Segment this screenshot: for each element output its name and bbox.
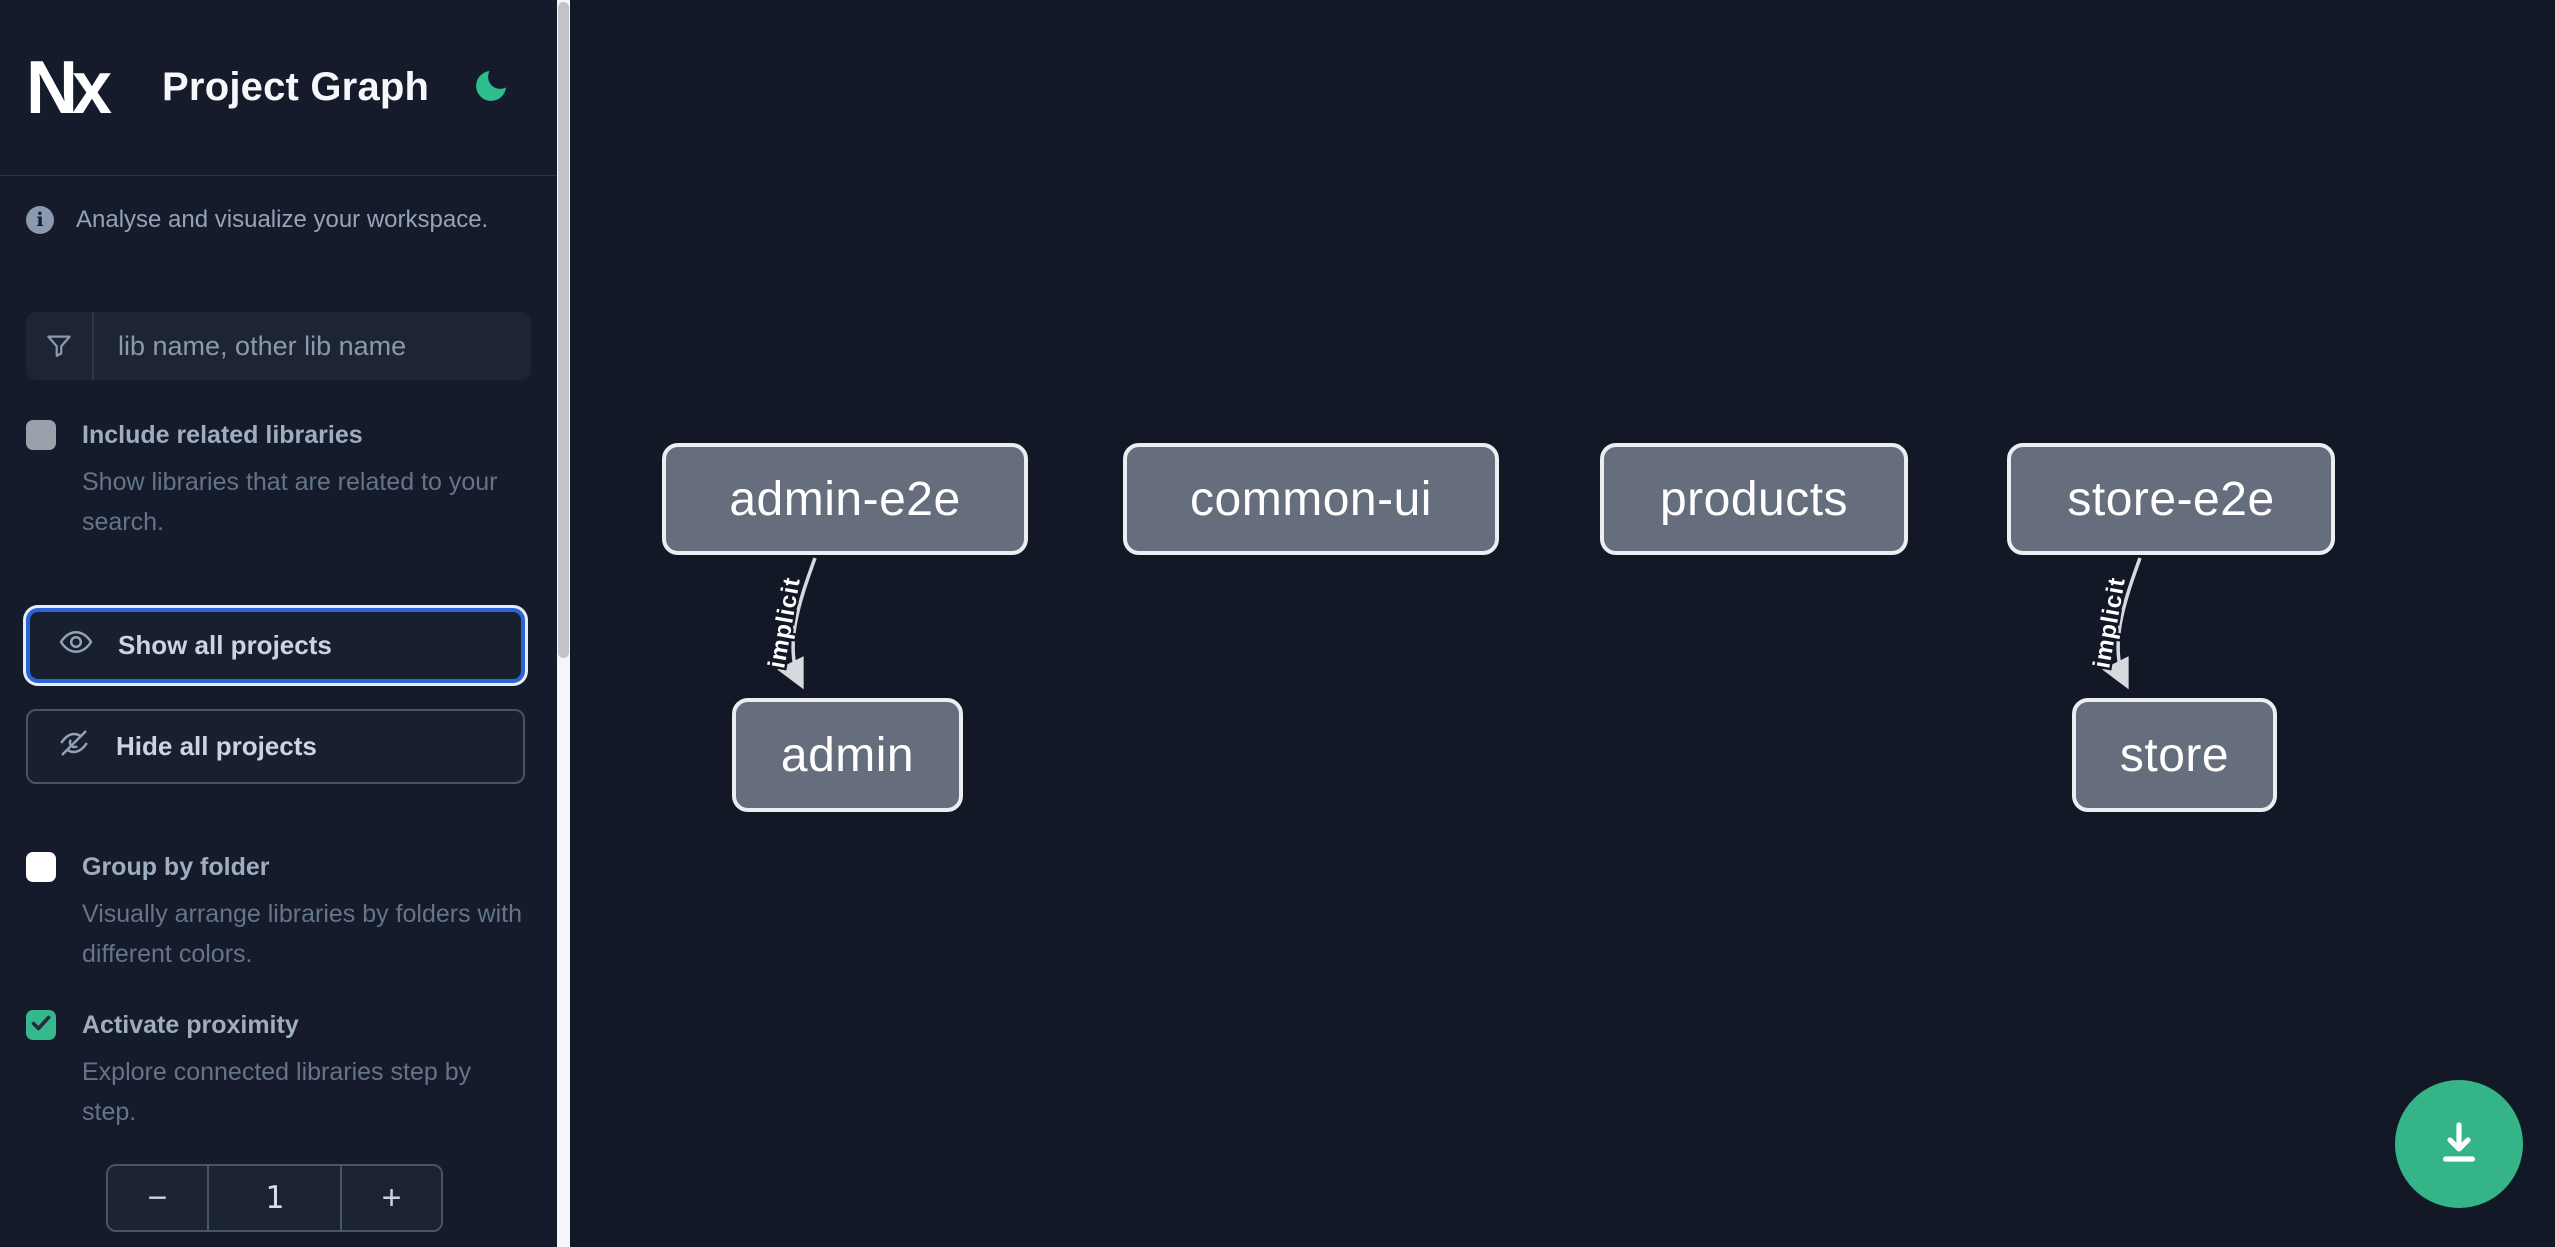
include-related-checkbox[interactable] (26, 420, 56, 450)
workspace-tagline: Analyse and visualize your workspace. (76, 206, 489, 233)
moon-icon (471, 66, 511, 109)
project-node-store-e2e[interactable]: store-e2e (2007, 443, 2335, 555)
sidebar-scrollbar-thumb[interactable] (558, 2, 569, 658)
eye-icon (58, 624, 94, 667)
edge-label-implicit: implicit (2088, 575, 2131, 670)
show-all-projects-button[interactable]: Show all projects (26, 608, 525, 683)
activate-proximity-label: Activate proximity (82, 1011, 299, 1039)
sidebar-header: Nx Project Graph (0, 0, 557, 176)
project-node-products[interactable]: products (1600, 443, 1908, 555)
activate-proximity-checkbox[interactable] (26, 1010, 56, 1040)
search-input[interactable] (94, 312, 531, 380)
checkmark-icon (29, 1011, 53, 1040)
decrement-button[interactable]: − (108, 1166, 207, 1230)
nx-logo: Nx (26, 45, 112, 130)
include-related-description: Show libraries that are related to your … (82, 468, 498, 536)
graph-canvas[interactable]: implicit implicit admin-e2e common-ui pr… (571, 0, 2555, 1247)
include-related-option: Include related libraries Show libraries… (26, 418, 531, 542)
edge-label-implicit: implicit (763, 575, 806, 670)
activate-proximity-description: Explore connected libraries step by step… (82, 1058, 472, 1126)
download-image-button[interactable] (2395, 1080, 2523, 1208)
graph-edges: implicit implicit (761, 557, 2142, 690)
hide-all-projects-label: Hide all projects (116, 731, 317, 761)
proximity-depth-value: 1 (207, 1166, 342, 1230)
group-by-folder-description: Visually arrange libraries by folders wi… (82, 900, 523, 968)
project-node-admin[interactable]: admin (732, 698, 963, 812)
group-by-folder-label: Group by folder (82, 853, 270, 881)
filter-funnel-icon (26, 312, 94, 380)
project-node-store[interactable]: store (2072, 698, 2277, 812)
info-icon: i (26, 206, 54, 234)
project-node-common-ui[interactable]: common-ui (1123, 443, 1499, 555)
eye-off-icon (56, 725, 92, 768)
theme-toggle-button[interactable] (471, 66, 515, 110)
download-icon (2428, 1112, 2490, 1177)
edge-store-e2e-to-store: implicit (2086, 557, 2142, 690)
show-all-projects-label: Show all projects (118, 630, 332, 660)
increment-button[interactable]: + (342, 1166, 441, 1230)
page-title: Project Graph (162, 65, 430, 109)
hide-all-projects-button[interactable]: Hide all projects (26, 709, 525, 784)
sidebar-scrollbar-track (557, 0, 570, 1247)
sidebar: Nx Project Graph i Analyse and visualize… (0, 0, 557, 1247)
workspace-tagline-row: i Analyse and visualize your workspace. (26, 206, 531, 234)
group-by-folder-checkbox[interactable] (26, 852, 56, 882)
project-node-admin-e2e[interactable]: admin-e2e (662, 443, 1028, 555)
group-by-folder-option: Group by folder Visually arrange librari… (26, 850, 531, 974)
search-box (26, 312, 531, 380)
activate-proximity-option: Activate proximity Explore connected lib… (26, 1008, 531, 1132)
include-related-label: Include related libraries (82, 421, 363, 449)
edge-admin-e2e-to-admin: implicit (761, 557, 817, 690)
proximity-depth-stepper: − 1 + (106, 1164, 443, 1232)
